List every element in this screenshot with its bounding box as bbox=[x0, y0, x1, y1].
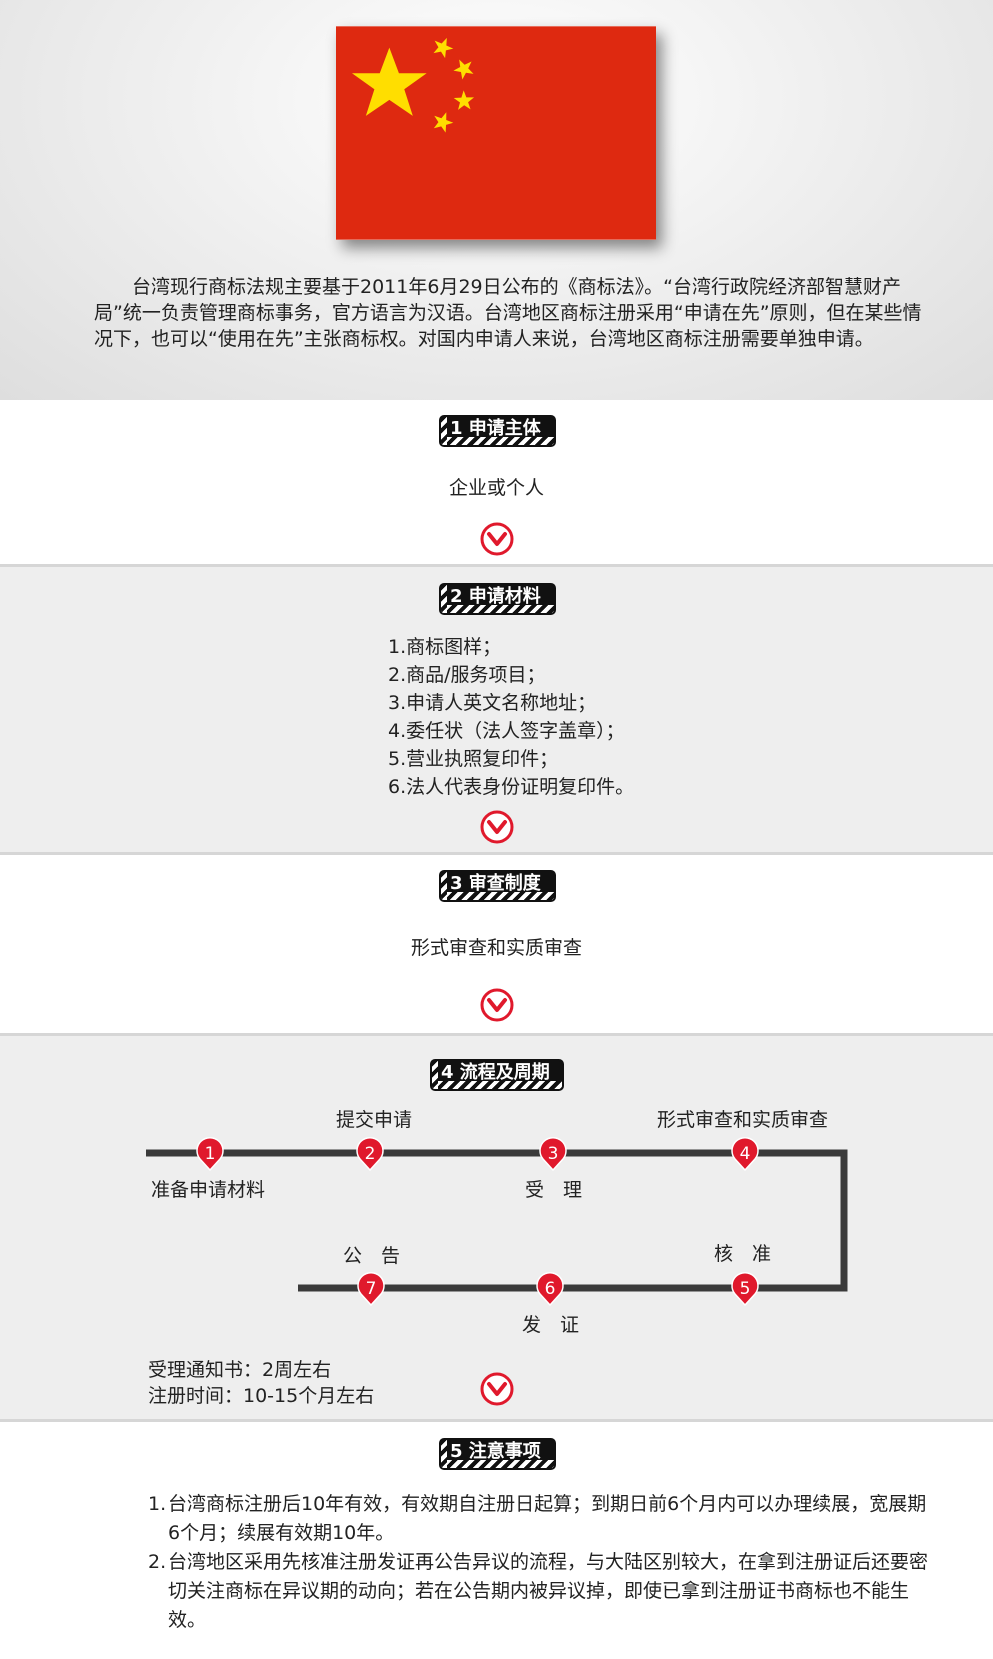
section-2-title: 2 申请材料 bbox=[450, 586, 541, 607]
process-step-number: 2 bbox=[365, 1144, 376, 1164]
section-4-title: 4 流程及周期 bbox=[441, 1062, 550, 1083]
chevron-down-icon bbox=[480, 1372, 514, 1406]
section-5-badge: 5 注意事项 bbox=[439, 1438, 556, 1470]
process-flow-diagram: 1 2 3 4 5 6 7 bbox=[146, 1136, 848, 1307]
notice-item: 1. 台湾商标注册后10年有效，有效期自注册日起算；到期日前6个月内可以办理续展… bbox=[148, 1490, 928, 1548]
chevron-down-icon bbox=[480, 810, 514, 844]
china-flag-image bbox=[336, 26, 656, 240]
section-5-title: 5 注意事项 bbox=[450, 1441, 541, 1462]
notice-item: 2. 台湾地区采用先核准注册发证再公告异议的流程，与大陆区别较大，在拿到注册证后… bbox=[148, 1548, 928, 1635]
list-item: 3.申请人英文名称地址； bbox=[388, 692, 597, 714]
notices-list: 1. 台湾商标注册后10年有效，有效期自注册日起算；到期日前6个月内可以办理续展… bbox=[148, 1490, 928, 1635]
section-divider bbox=[0, 1419, 993, 1422]
process-step-label: 受 理 bbox=[525, 1179, 583, 1201]
process-step-number: 1 bbox=[205, 1144, 216, 1164]
process-step-label: 发 证 bbox=[522, 1314, 580, 1336]
process-step-marker: 1 bbox=[196, 1136, 224, 1172]
list-item: 5.营业执照复印件； bbox=[388, 748, 559, 770]
process-step-marker: 7 bbox=[357, 1271, 385, 1307]
process-step-marker: 2 bbox=[356, 1136, 384, 1172]
process-step-label: 形式审查和实质审查 bbox=[657, 1109, 829, 1131]
process-step-number: 4 bbox=[740, 1144, 751, 1164]
process-step-marker: 5 bbox=[731, 1271, 759, 1307]
section-3-content: 形式审查和实质审查 bbox=[410, 937, 582, 959]
section-1-badge: 1 申请主体 bbox=[439, 415, 556, 447]
section-4-badge: 4 流程及周期 bbox=[430, 1059, 564, 1091]
materials-list: 1.商标图样； 2.商品/服务项目； 3.申请人英文名称地址； 4.委任状（法人… bbox=[388, 633, 634, 801]
duration-note: 受理通知书：2周左右 bbox=[148, 1359, 332, 1381]
process-step-marker: 4 bbox=[731, 1136, 759, 1172]
chevron-down-icon bbox=[480, 522, 514, 556]
section-divider bbox=[0, 1033, 993, 1036]
section-2-badge: 2 申请材料 bbox=[439, 583, 556, 615]
process-step-marker: 3 bbox=[539, 1136, 567, 1172]
notice-text: 台湾地区采用先核准注册发证再公告异议的流程，与大陆区别较大，在拿到注册证后还要密… bbox=[168, 1551, 929, 1631]
flag-icon bbox=[336, 26, 656, 240]
process-step-number: 5 bbox=[740, 1279, 751, 1299]
process-step-label: 核 准 bbox=[714, 1243, 772, 1265]
list-item: 2.商品/服务项目； bbox=[388, 664, 546, 686]
process-step-marker: 6 bbox=[536, 1271, 564, 1307]
process-step-label: 提交申请 bbox=[336, 1109, 413, 1131]
chevron-down-icon bbox=[480, 988, 514, 1022]
list-item: 6.法人代表身份证明复印件。 bbox=[388, 776, 635, 798]
process-step-number: 3 bbox=[548, 1144, 559, 1164]
list-item: 4.委任状（法人签字盖章）； bbox=[388, 720, 625, 742]
section-divider bbox=[0, 564, 993, 567]
process-step-label: 公 告 bbox=[343, 1245, 401, 1267]
notice-text: 台湾商标注册后10年有效，有效期自注册日起算；到期日前6个月内可以办理续展，宽展… bbox=[168, 1493, 927, 1544]
intro-paragraph: 台湾现行商标法规主要基于2011年6月29日公布的《商标法》。“台湾行政院经济部… bbox=[94, 276, 922, 350]
process-step-number: 7 bbox=[366, 1279, 377, 1299]
process-step-label: 准备申请材料 bbox=[151, 1179, 266, 1201]
notice-number: 1. bbox=[148, 1493, 167, 1515]
section-divider bbox=[0, 852, 993, 855]
section-1-content: 企业或个人 bbox=[448, 477, 544, 499]
process-step-number: 6 bbox=[545, 1279, 556, 1299]
notice-number: 2. bbox=[148, 1551, 167, 1573]
section-1-title: 1 申请主体 bbox=[450, 418, 541, 439]
section-3-title: 3 审查制度 bbox=[450, 873, 541, 894]
section-3-badge: 3 审查制度 bbox=[439, 870, 556, 902]
process-duration-notes: 受理通知书：2周左右 注册时间：10-15个月左右 bbox=[148, 1357, 374, 1409]
duration-note: 注册时间：10-15个月左右 bbox=[148, 1385, 375, 1407]
section-process bbox=[0, 1036, 993, 1419]
list-item: 1.商标图样； bbox=[388, 636, 502, 658]
hero-banner: 台湾现行商标法规主要基于2011年6月29日公布的《商标法》。“台湾行政院经济部… bbox=[0, 0, 993, 400]
